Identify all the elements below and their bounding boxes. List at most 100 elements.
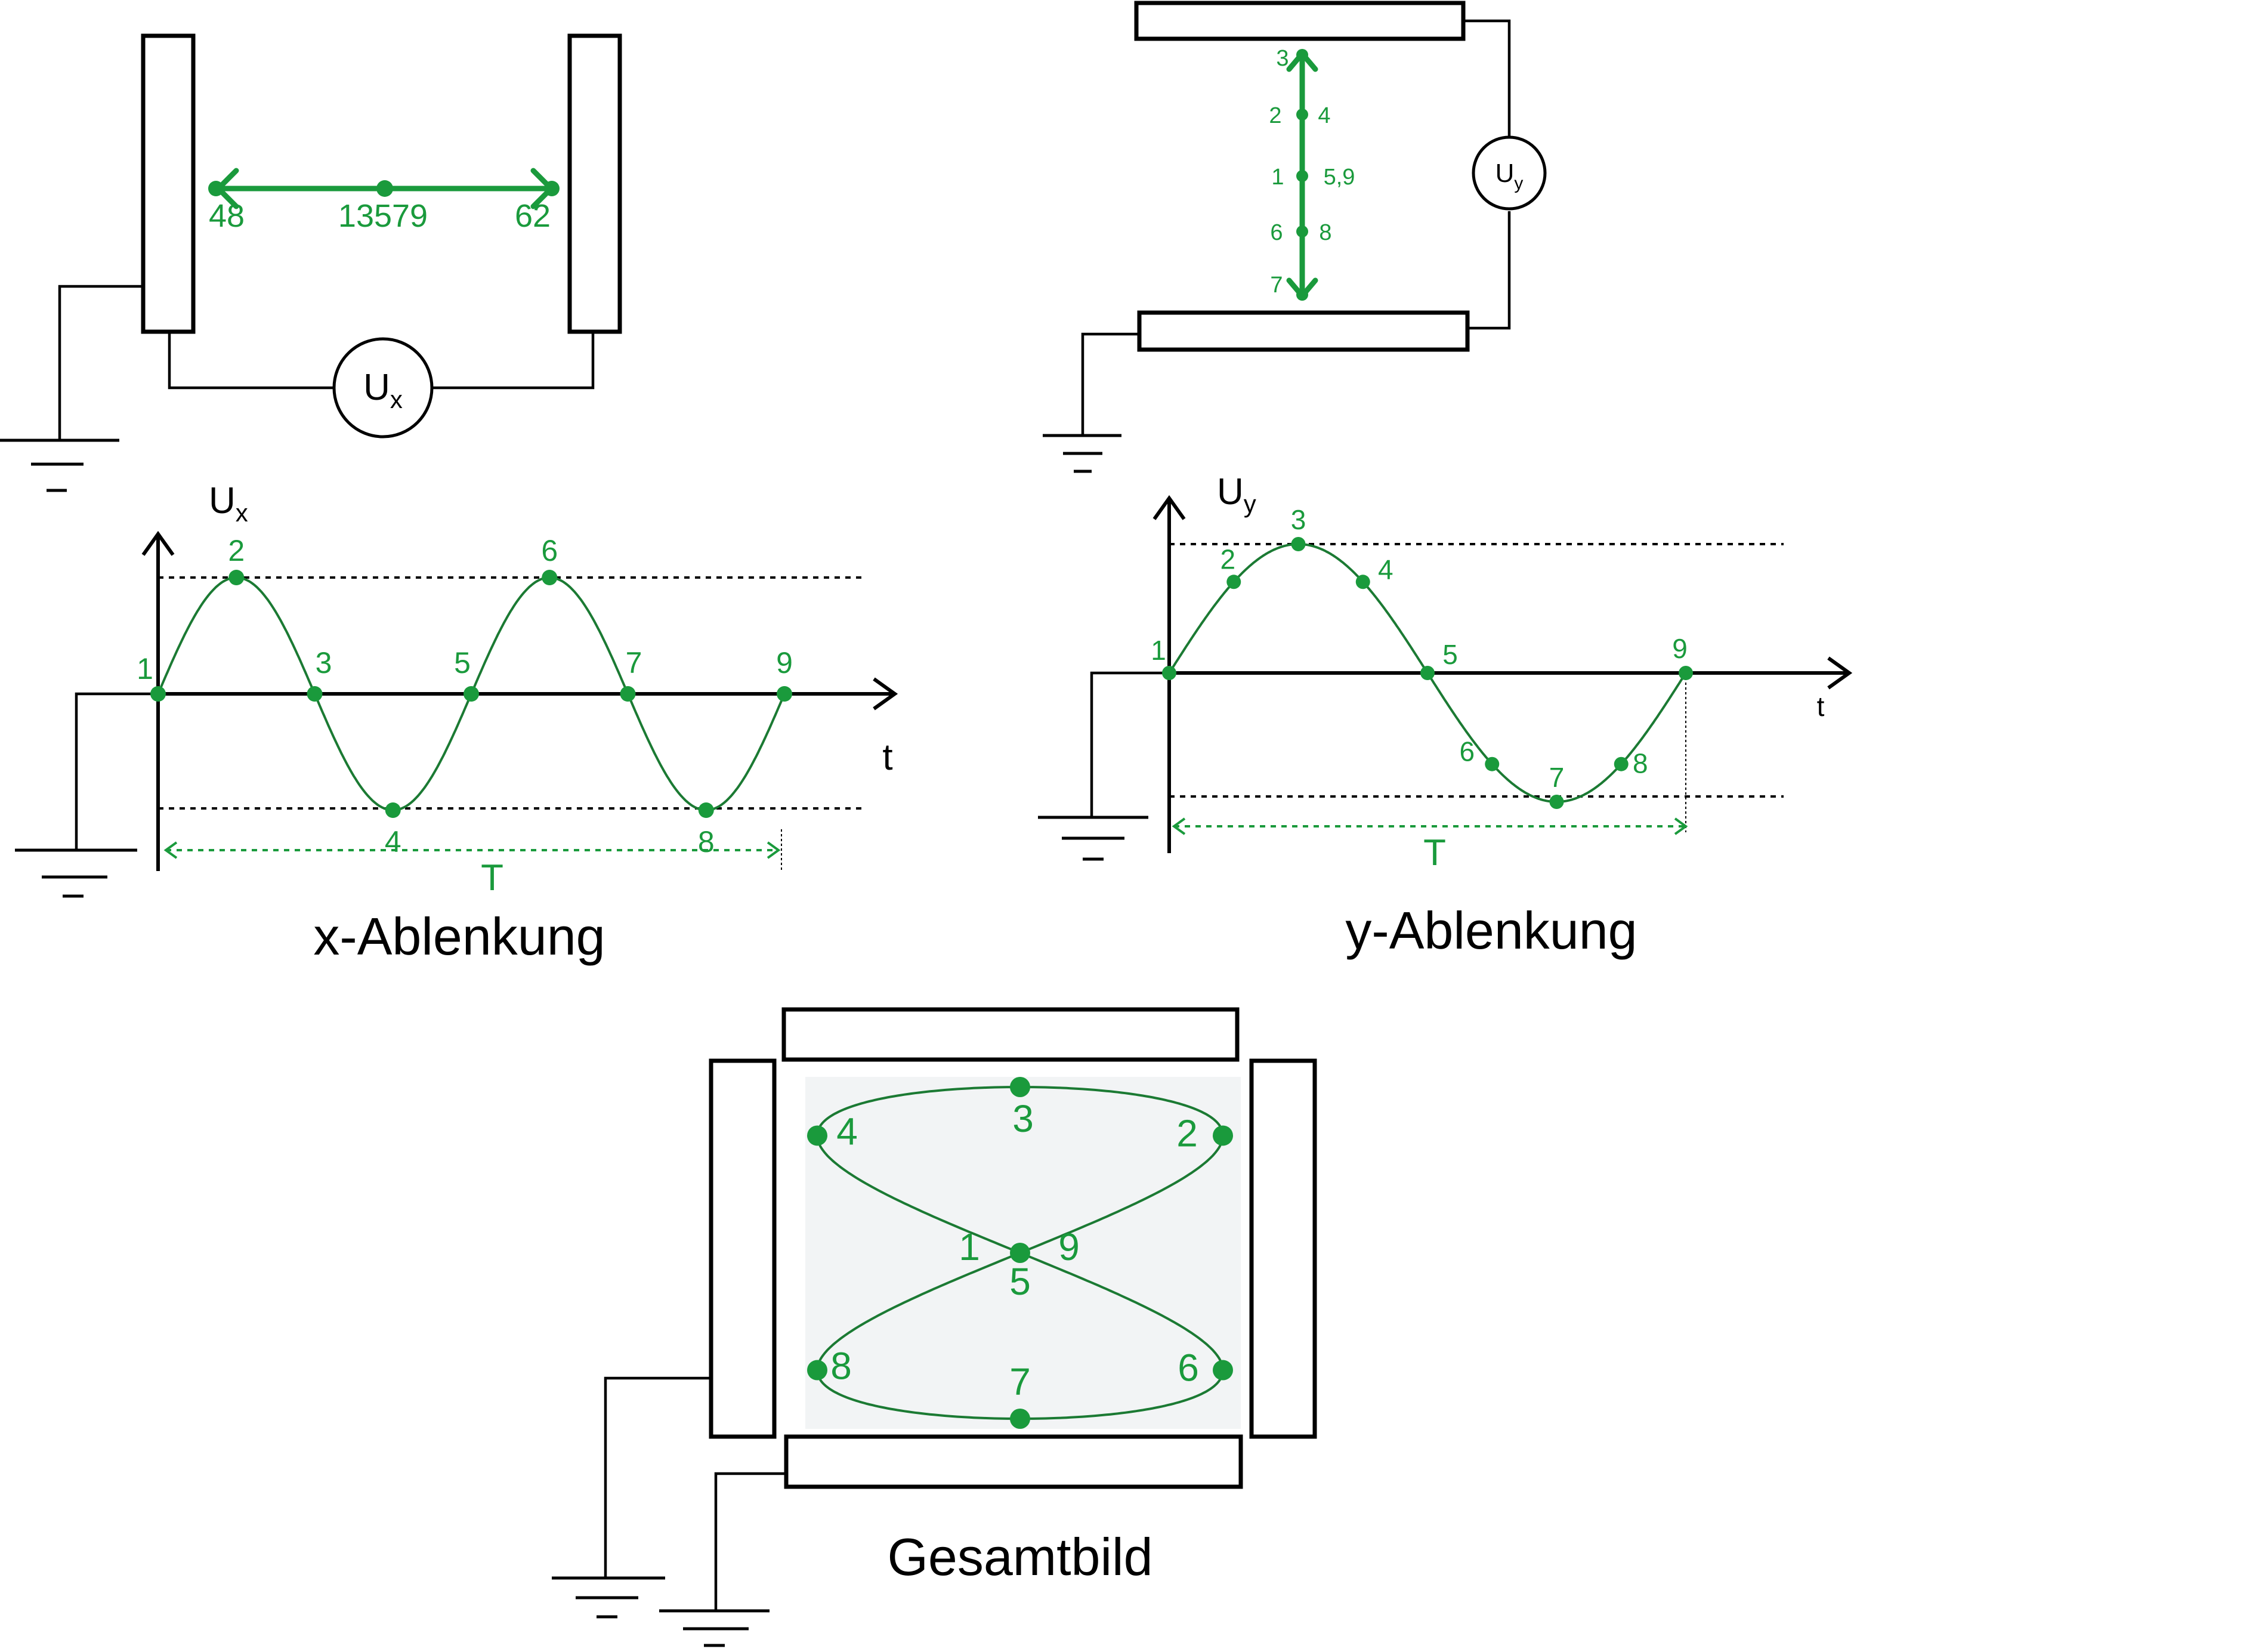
y-plot-point-label-4: 4 — [1378, 554, 1393, 585]
x-beam-right-label: 62 — [515, 198, 551, 234]
meter-wire-left — [168, 332, 334, 390]
x-beam-left-label: 48 — [209, 198, 245, 234]
y-plot-point-5 — [1420, 666, 1435, 680]
y-plot-point-6 — [1485, 756, 1500, 771]
x-plot-point-9 — [777, 686, 792, 702]
y-plot-point-label-5: 5 — [1442, 639, 1458, 670]
y-plot-point-1 — [1162, 666, 1176, 680]
y-plot-period-arrow-left — [1172, 817, 1186, 835]
x-plot-y-arrow — [141, 530, 175, 556]
y-beam-dot-6-8 — [1296, 226, 1308, 237]
x-plot-caption: x-Ablenkung — [313, 907, 605, 966]
x-plot-period-arrow-right — [767, 841, 781, 859]
y-plot-period-label: T — [1423, 832, 1446, 873]
y-plot-period-arrow-right — [1674, 817, 1688, 835]
y-plot-point-label-6: 6 — [1459, 736, 1475, 767]
combined-left-plate — [709, 1058, 777, 1439]
y-beam-label-7: 7 — [1270, 273, 1283, 298]
x-plot-point-6 — [542, 570, 558, 585]
x-plot-point-3 — [307, 686, 323, 702]
lissajous-point-6 — [1213, 1360, 1233, 1381]
y-plot-xlabel: t — [1817, 691, 1825, 722]
y-beam-label-6: 6 — [1270, 220, 1283, 245]
x-plot-point-label-6: 6 — [541, 534, 558, 567]
ground-symbol — [0, 439, 119, 492]
x-beam-dot-right — [544, 181, 560, 196]
ground-wire — [1081, 332, 1139, 436]
ground-symbol — [15, 848, 137, 898]
bottom-deflection-plate — [1137, 310, 1470, 352]
voltmeter-ux — [332, 337, 434, 439]
y-beam-label-4: 4 — [1318, 103, 1330, 128]
x-plot-point-label-7: 7 — [626, 646, 642, 680]
y-beam-dot-7 — [1296, 289, 1308, 301]
ground-symbol — [1043, 434, 1121, 473]
lissajous-label-1: 1 — [959, 1225, 980, 1268]
y-plot-point-9 — [1679, 666, 1693, 680]
lissajous-point-2 — [1213, 1125, 1233, 1146]
lissajous-label-3: 3 — [1012, 1097, 1034, 1140]
y-plot-point-label-7: 7 — [1549, 762, 1565, 793]
y-beam-label-1: 1 — [1271, 165, 1284, 190]
x-beam-center-label: 13579 — [338, 198, 428, 234]
y-beam-dot-1-5-9 — [1296, 170, 1308, 182]
y-plot-point-7 — [1549, 795, 1564, 809]
ground-symbol — [659, 1609, 770, 1647]
lissajous-point-1 — [1010, 1243, 1030, 1263]
ground-wire — [58, 285, 143, 440]
x-plot-point-2 — [228, 570, 245, 585]
x-plot-point-label-4: 4 — [385, 825, 401, 859]
top-deflection-plate — [1134, 1, 1466, 41]
lissajous-point-7 — [1010, 1409, 1030, 1429]
y-beam-label-3: 3 — [1276, 46, 1289, 71]
x-plot-xlabel: t — [882, 737, 892, 778]
x-plot-point-label-1: 1 — [137, 652, 153, 685]
y-deflection-circuit: Uy 3 2 4 1 5,9 6 8 7 — [1043, 1, 1547, 473]
x-plot-point-4 — [385, 802, 401, 818]
voltmeter-ux-label: Ux — [363, 367, 403, 413]
meter-wire-bottom — [1467, 211, 1511, 330]
y-plot-point-4 — [1355, 575, 1370, 589]
y-plot-point-3 — [1291, 537, 1306, 551]
y-plot-point-2 — [1226, 575, 1241, 589]
lissajous-label-8: 8 — [830, 1345, 852, 1388]
x-beam-dot-left — [208, 181, 224, 196]
x-plot-t-arrow — [873, 677, 898, 711]
y-plot-caption: y-Ablenkung — [1345, 901, 1637, 960]
right-deflection-plate — [567, 33, 622, 334]
meter-wire-right — [432, 332, 595, 390]
combined-ground-wire-bottom — [714, 1472, 786, 1611]
x-plot-point-label-9: 9 — [776, 646, 793, 680]
lissajous-label-4: 4 — [836, 1110, 858, 1153]
y-beam-label-2: 2 — [1269, 103, 1281, 128]
meter-wire-top — [1463, 19, 1511, 147]
x-plot-ylabel: Ux — [209, 480, 248, 527]
x-plot-point-label-3: 3 — [316, 646, 332, 680]
x-plot-point-7 — [620, 686, 636, 702]
lissajous-label-9: 9 — [1058, 1225, 1080, 1268]
x-plot-point-8 — [698, 802, 714, 818]
lissajous-point-8 — [807, 1360, 827, 1381]
x-deflection-circuit: Ux 48 13579 62 — [0, 33, 622, 492]
y-beam-label-8: 8 — [1319, 220, 1331, 245]
lissajous-label-6: 6 — [1178, 1347, 1199, 1389]
y-beam-dot-3 — [1296, 49, 1308, 61]
voltmeter-uy-label: Uy — [1495, 159, 1524, 193]
y-plot-t-arrow — [1827, 656, 1853, 690]
y-plot-ylabel: Uy — [1217, 471, 1256, 518]
y-plot-point-8 — [1614, 756, 1629, 771]
x-plot-period-arrow-left — [163, 841, 178, 859]
x-beam-dot-center — [376, 180, 393, 197]
y-plot-point-label-2: 2 — [1220, 544, 1235, 575]
x-plot-point-label-8: 8 — [698, 825, 715, 859]
lissajous-label-7: 7 — [1009, 1360, 1031, 1403]
y-plot-point-label-3: 3 — [1291, 504, 1306, 535]
y-plot-point-label-9: 9 — [1672, 633, 1688, 664]
combined-bottom-plate — [784, 1434, 1243, 1489]
y-plot-ground-wire — [1090, 671, 1169, 817]
